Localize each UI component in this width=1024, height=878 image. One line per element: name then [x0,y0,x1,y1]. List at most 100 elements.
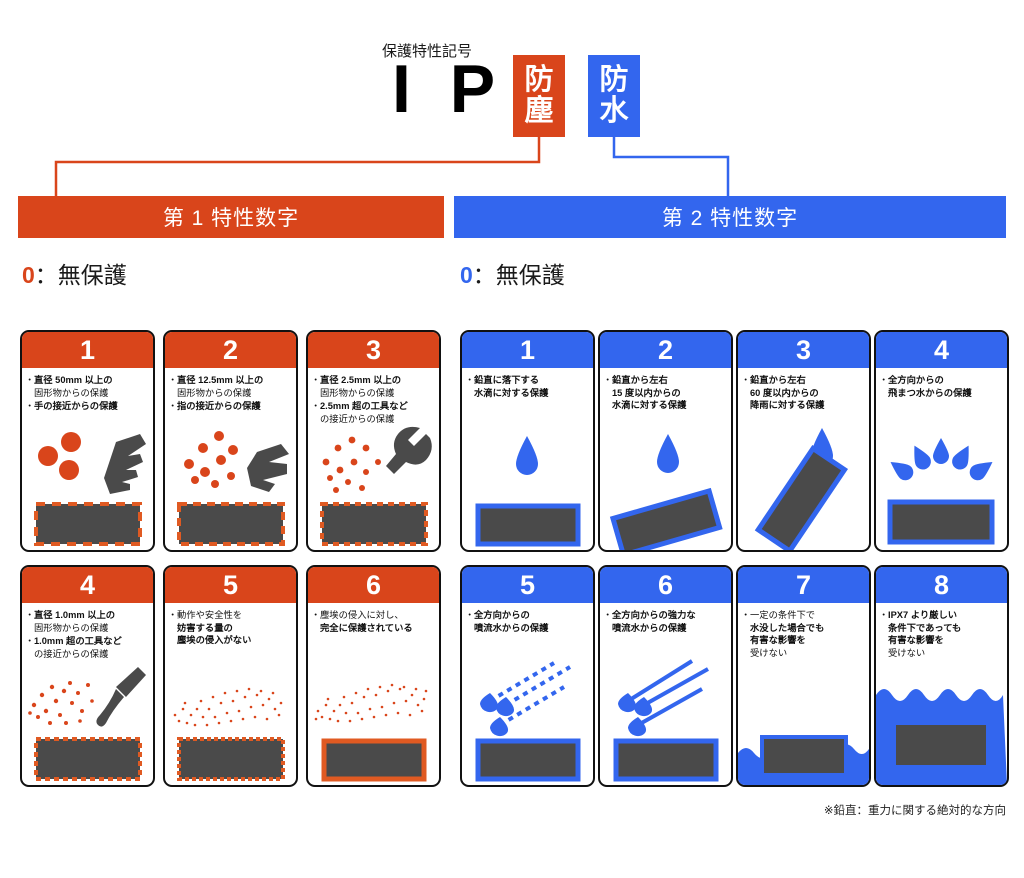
ip-letters: I P [392,51,506,127]
waterproof-badge-line1: 防 [599,63,629,96]
dust-card-6-illustration [308,653,439,785]
water-card-8-illustration [876,653,1007,785]
list-item: 塵埃の侵入に対し、完全に保護されている [311,609,434,634]
finger-icon [247,444,289,492]
dust-card-4-illustration [22,653,153,785]
splash-droplets-icon [890,438,993,481]
water-card-4-illustration [876,418,1007,550]
dust-card-2-number: 2 [165,332,296,368]
water-card-6-illustration [600,653,731,785]
screwdriver-icon [96,667,146,727]
water-card-3-illustration [738,418,869,550]
water-card-1-illustration [462,418,593,550]
section-title-row: 第 1 特性数字 第 2 特性数字 [0,196,1024,238]
dust-card-6-bullets: 塵埃の侵入に対し、完全に保護されている [311,609,434,634]
water-card-2-illustration [600,418,731,550]
dust-level-zero: 0：無保護 [22,256,127,290]
dust-card-3-number: 3 [308,332,439,368]
water-card-6-number: 6 [600,567,731,603]
waterproof-badge-line2: 水 [599,95,629,127]
dust-card-6[interactable]: 6 塵埃の侵入に対し、完全に保護されている [306,565,441,787]
dust-card-3-illustration [308,418,439,550]
water-card-3-number: 3 [738,332,869,368]
water-card-5-illustration [462,653,593,785]
dust-card-6-number: 6 [308,567,439,603]
protection-symbol-caption: 保護特性記号 [382,43,473,60]
dustproof-badge-line1: 防 [524,63,554,96]
dust-card-6-body: 塵埃の侵入に対し、完全に保護されている [308,603,439,785]
dust-card-4-number: 4 [22,567,153,603]
dust-card-5-number: 5 [165,567,296,603]
dust-card-2-illustration [165,418,296,550]
water-card-8-number: 8 [876,567,1007,603]
dust-card-1-number: 1 [22,332,153,368]
water-card-5-number: 5 [462,567,593,603]
hand-icon [104,434,146,494]
list-item: 手の接近からの保護 [25,400,148,413]
water-card-7-illustration [738,653,869,785]
dust-level-zero-number: 0 [22,262,35,288]
dustproof-badge-line2: 塵 [524,95,554,127]
water-level-zero-number: 0 [460,262,473,288]
water-card-7-number: 7 [738,567,869,603]
section-title-water: 第 2 特性数字 [454,196,1006,238]
zero-level-row: 0：無保護 0：無保護 [0,256,1024,292]
water-card-2-number: 2 [600,332,731,368]
dust-card-5-illustration [165,653,296,785]
dust-card-1-illustration [22,418,153,550]
droplet-icon [657,434,679,473]
connector-lines [54,137,730,196]
dust-level-zero-text: ：無保護 [34,262,127,288]
list-item: 指の接近からの保護 [168,400,291,413]
droplet-icon [516,436,538,475]
water-level-zero: 0：無保護 [460,256,565,290]
